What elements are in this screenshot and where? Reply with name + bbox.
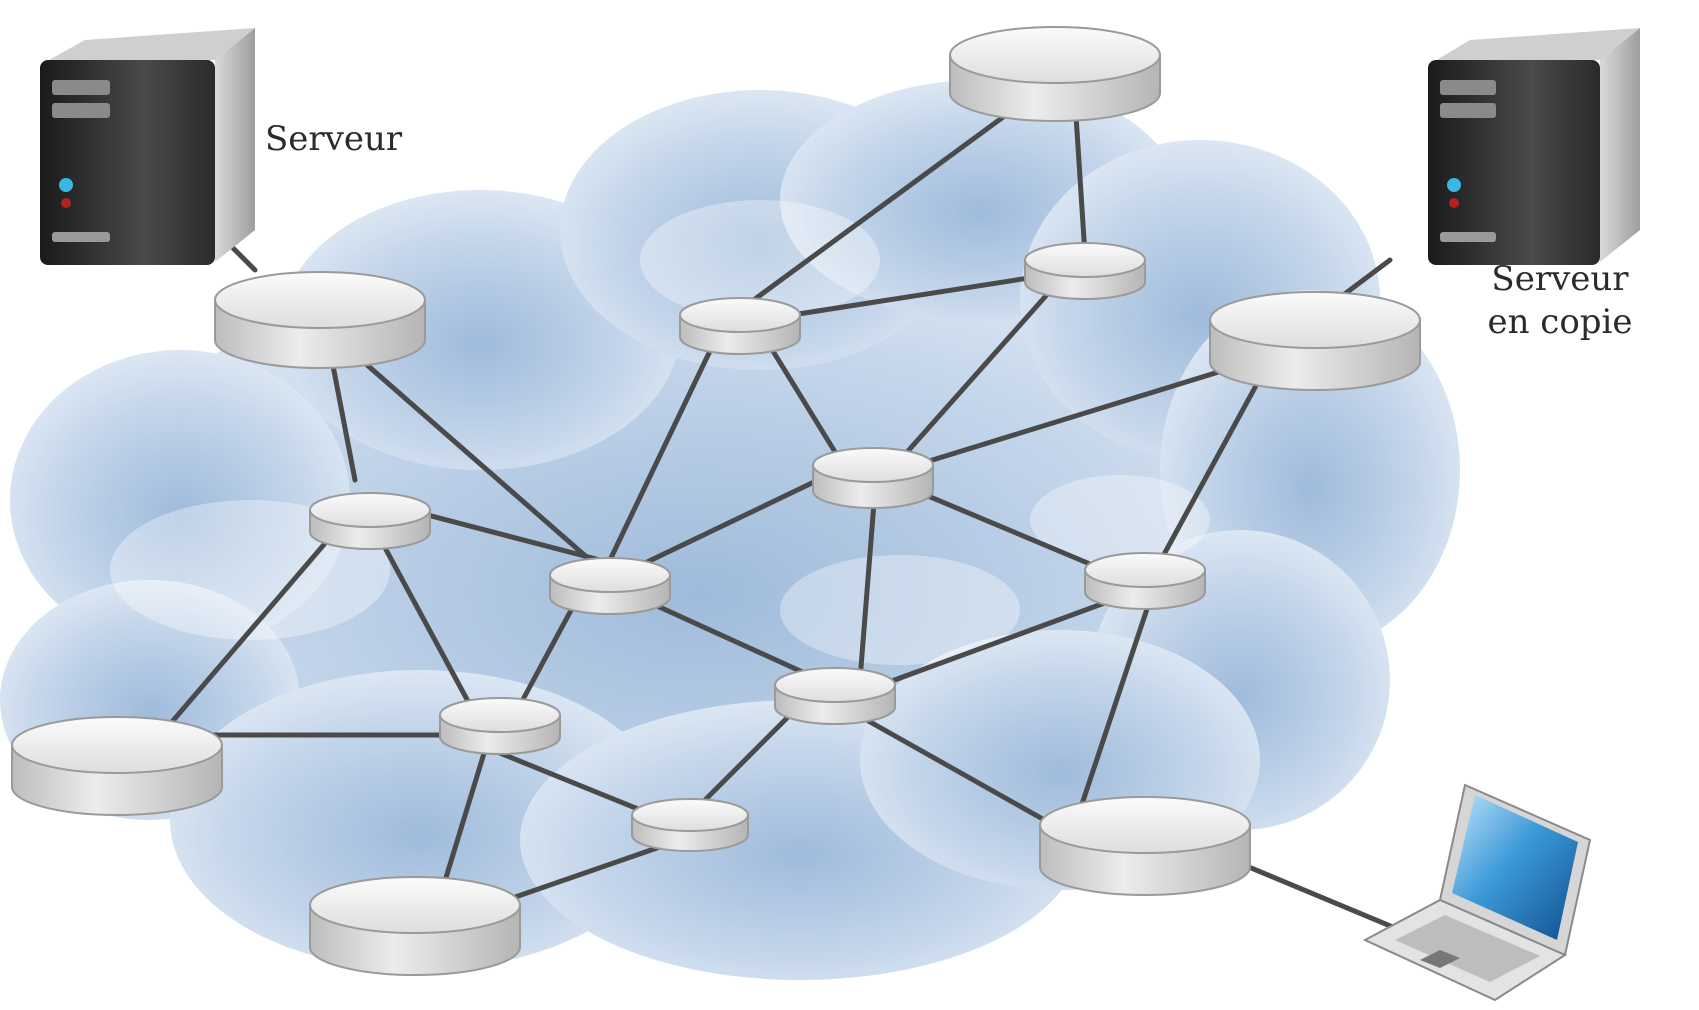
router-icon: [1084, 552, 1206, 610]
link: [162, 517, 348, 733]
server-copy-label: Serveur en copie: [1487, 258, 1632, 343]
link: [1072, 97, 1088, 258]
link: [837, 702, 1083, 843]
router-icon: [1039, 796, 1251, 896]
link: [327, 347, 358, 483]
router-icon: [679, 297, 801, 355]
router-icon: [309, 492, 431, 550]
server-copy-label-line2: en copie: [1487, 301, 1633, 342]
router-icon: [1209, 291, 1421, 391]
link: [737, 87, 1043, 313]
server-copy-label-line1: Serveur: [1491, 259, 1629, 299]
link: [347, 347, 593, 563]
router-icon: [11, 716, 223, 816]
server-copy-icon: [1428, 28, 1640, 265]
cloud-icon: [0, 80, 1460, 980]
router-icon: [439, 697, 561, 755]
router-icon: [812, 447, 934, 509]
link: [857, 487, 878, 683]
server-icon: [40, 28, 255, 265]
router-icon: [309, 876, 521, 976]
router-icon: [631, 798, 749, 852]
link: [1067, 597, 1153, 843]
router-icon: [1024, 242, 1146, 300]
link: [1147, 357, 1273, 583]
link: [367, 517, 473, 708]
laptop-icon: [1362, 783, 1592, 1002]
link: [897, 277, 1063, 463]
router-icon: [214, 271, 426, 369]
router-icon: [774, 667, 896, 725]
router-icon: [949, 26, 1161, 122]
link: [607, 327, 723, 563]
router-icon: [549, 557, 671, 615]
server-label: Serveur: [265, 119, 403, 159]
